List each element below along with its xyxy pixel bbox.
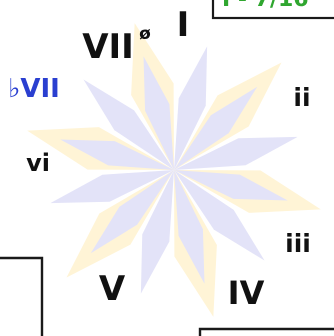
top-right-box: I - 7/16 — [213, 0, 334, 18]
top-right-box-text: I - 7/16 — [222, 0, 309, 12]
label-right-upper: ii — [293, 83, 310, 112]
label-left-flat: ♭VII — [8, 74, 60, 104]
star-petals — [27, 23, 321, 317]
label-right-lower: iii — [285, 229, 311, 258]
label-left: vi — [26, 149, 50, 177]
bottom-right-box — [200, 329, 334, 336]
label-bottom-left: V — [99, 269, 126, 309]
label-top: I — [177, 5, 190, 45]
label-bottom-right: IV — [228, 274, 265, 312]
label-top-left: VII — [82, 27, 134, 67]
bottom-left-box — [0, 258, 42, 336]
label-top-left-sup: ø — [139, 24, 151, 44]
